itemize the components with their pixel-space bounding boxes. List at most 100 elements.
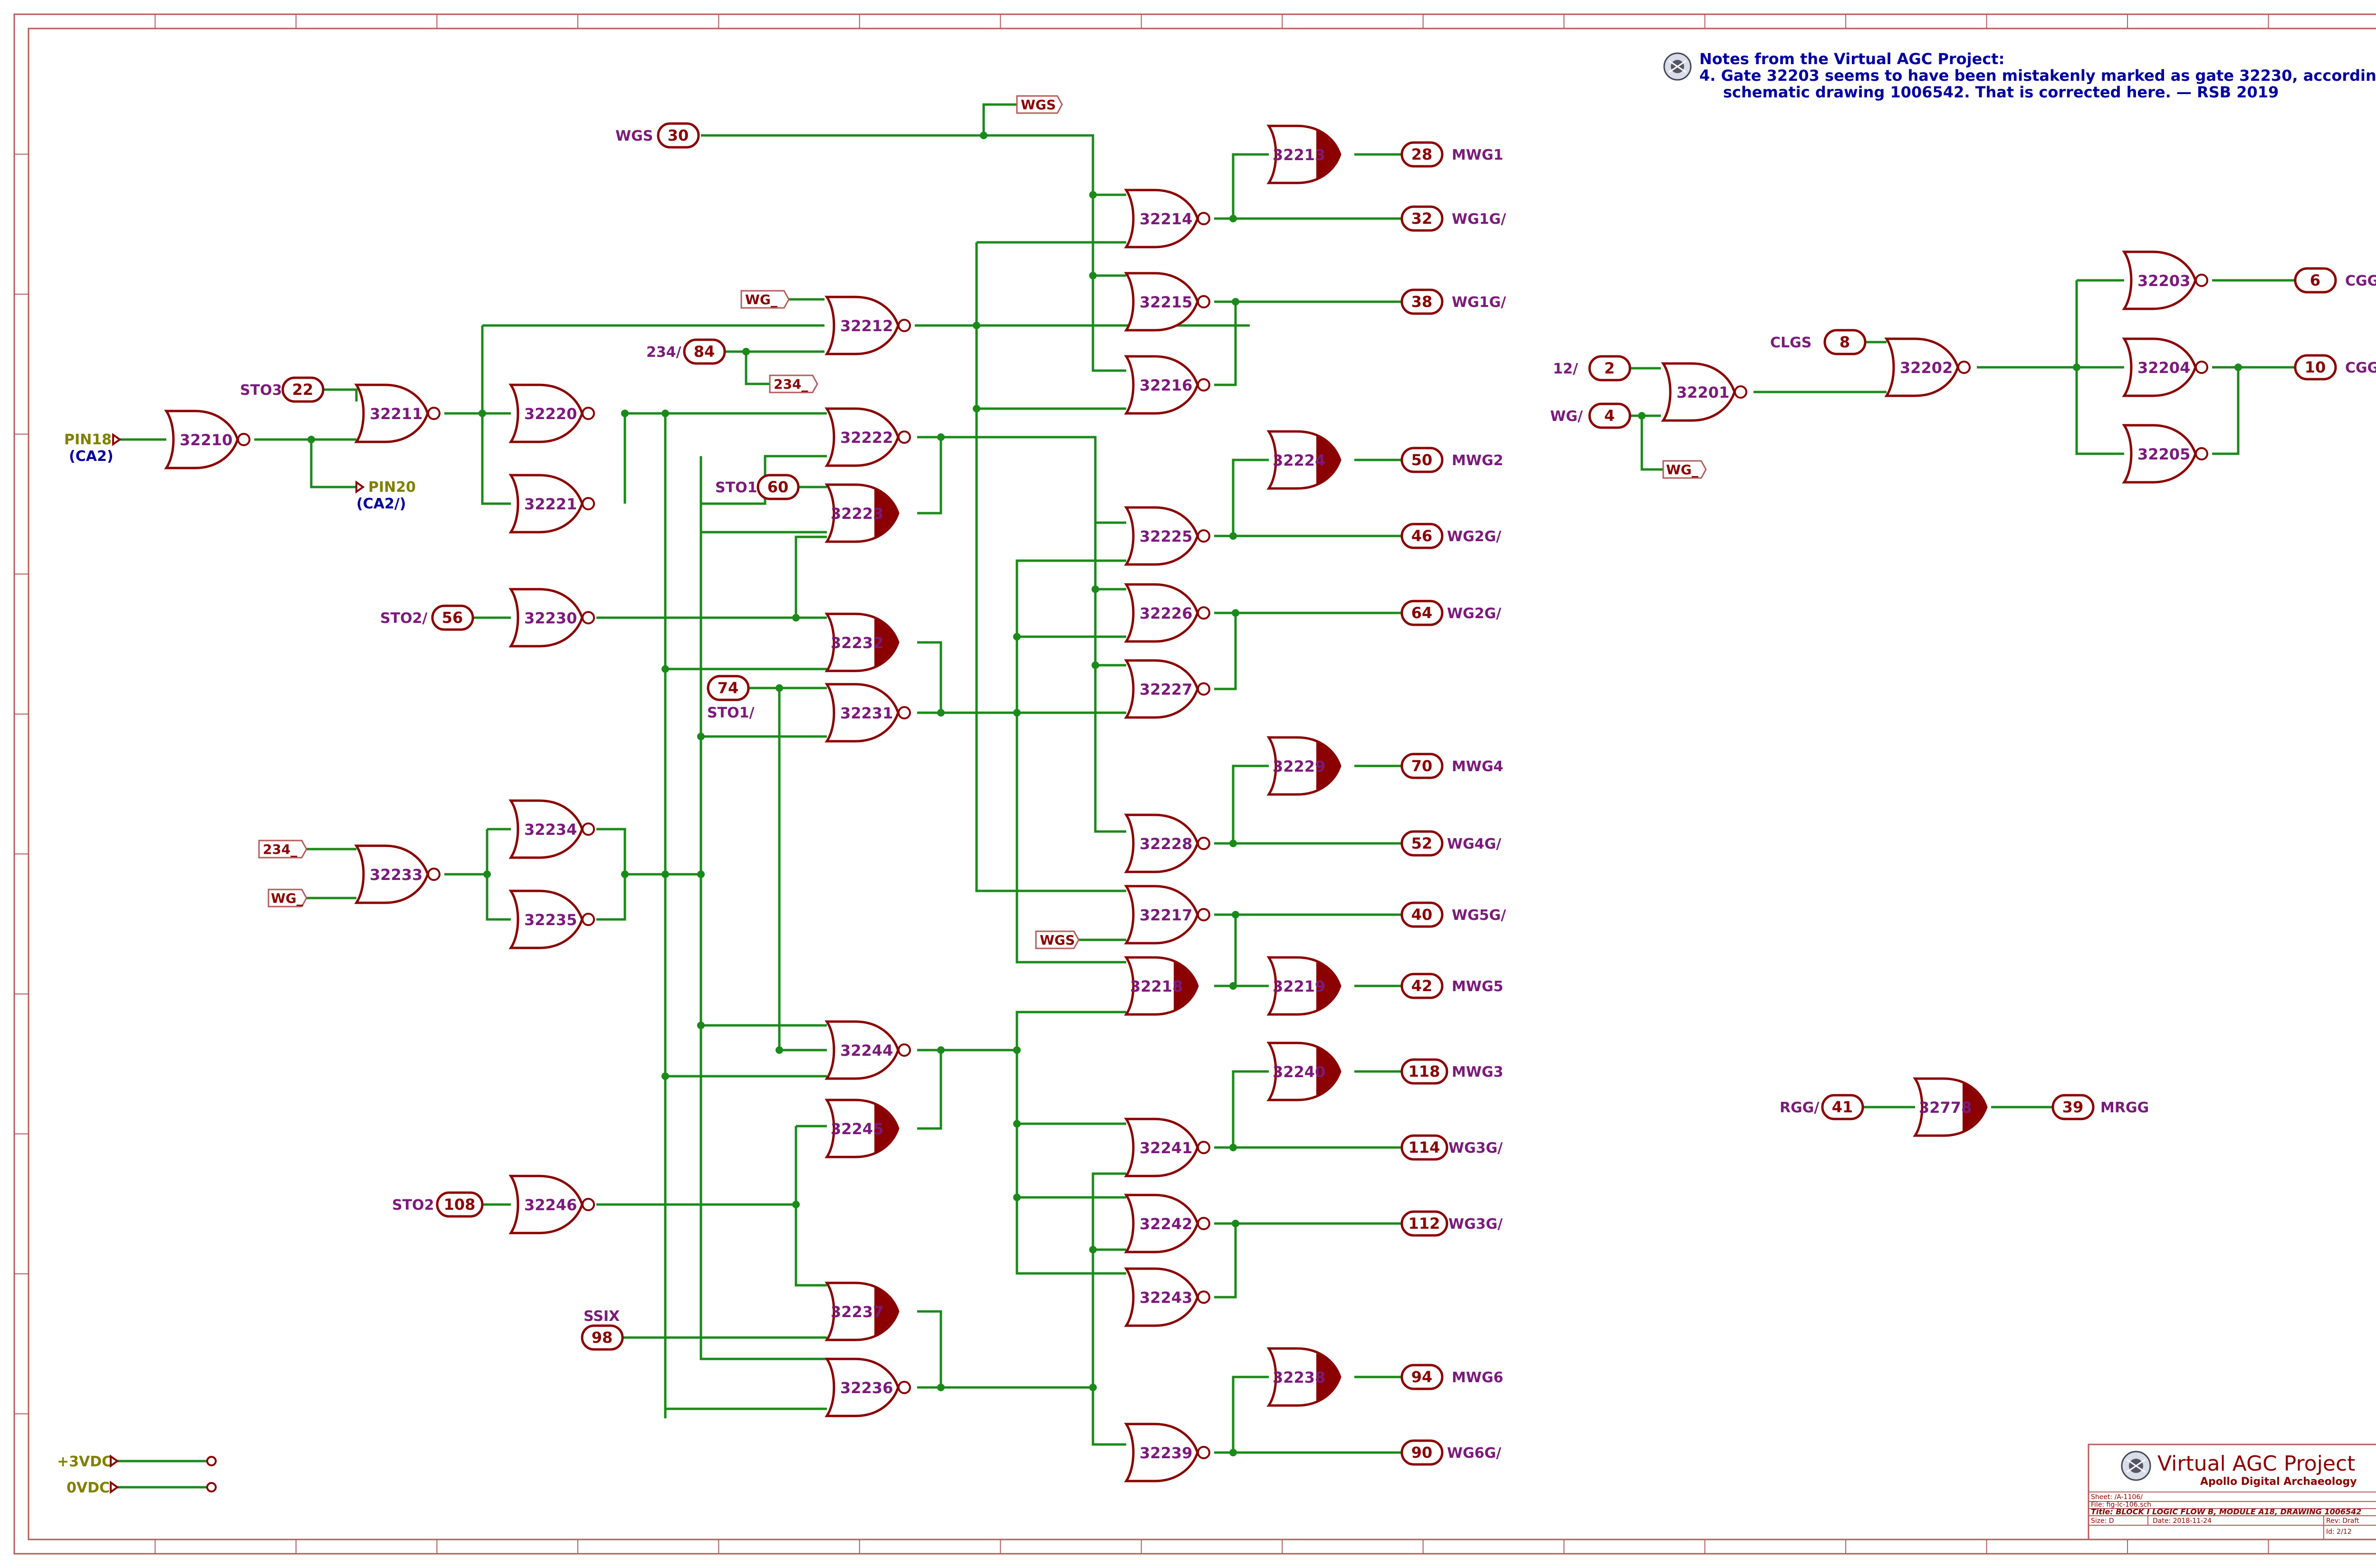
nor-gate-32228: 32228	[1126, 815, 1209, 872]
gate-label: 32231	[840, 704, 893, 722]
nor-gate-32215: 32215	[1126, 273, 1209, 330]
power-terminal-icon	[206, 1456, 217, 1466]
net-wg1g-a: WG1G/	[1452, 211, 1506, 228]
net-mwg2: MWG2	[1452, 452, 1503, 469]
hier-label-wgs-top: WGS	[1016, 95, 1063, 114]
pin-39: 39	[2051, 1094, 2095, 1120]
power-gate-32245: 32245	[827, 1100, 898, 1157]
net-wg3g-a: WG3G/	[1448, 1140, 1503, 1157]
net-wg4g: WG4G/	[1447, 836, 1501, 852]
gate-label: 32241	[1140, 1139, 1192, 1157]
pin-number: 40	[1411, 906, 1433, 924]
gate-label: 32235	[524, 911, 577, 929]
net-rgg-not: RGG/	[1780, 1100, 1819, 1116]
pin-50: 50	[1400, 447, 1444, 473]
pin-number: 112	[1408, 1214, 1440, 1233]
net-234: 234/	[646, 344, 681, 361]
net-ca2: (CA2)	[69, 448, 114, 465]
gate-label: 32239	[1140, 1444, 1192, 1462]
hier-label-wg-b: WG_	[268, 889, 307, 908]
hier-text: WG_	[271, 890, 303, 906]
gate-label: 32204	[2137, 359, 2190, 377]
net-mwg4: MWG4	[1452, 758, 1503, 775]
titleblock-date: Date: 2018-11-24	[2153, 1517, 2212, 1525]
gate-label: 32228	[1140, 835, 1192, 853]
pin-number: 70	[1411, 757, 1433, 775]
net-labels: WGS STO3 234/ STO1 STO2/ STO1/ STO2 SSIX…	[57, 128, 2376, 1496]
nor-gate-32225: 32225	[1126, 507, 1209, 564]
pin-number: 42	[1411, 977, 1433, 995]
power-gate-32237: 32237	[827, 1283, 898, 1340]
net-pin20: PIN20	[368, 479, 416, 496]
nor-gate-32210: 32210	[166, 411, 249, 468]
titleblock-size: Size: D	[2091, 1517, 2114, 1525]
gate-label: 32778	[1919, 1099, 1972, 1117]
gate-label: 32220	[524, 405, 577, 423]
gate-label: 32244	[840, 1042, 893, 1060]
net-sto1: STO1	[715, 479, 757, 496]
gate-label: 32213	[1273, 146, 1325, 164]
gate-label: 32243	[1140, 1289, 1192, 1307]
connectors	[110, 433, 365, 1494]
gate-label: 32219	[1273, 977, 1325, 995]
pin-70: 70	[1400, 753, 1444, 779]
pin-52: 52	[1400, 830, 1444, 857]
pin-28: 28	[1400, 141, 1444, 168]
gate-label: 32205	[2137, 445, 2190, 463]
pin-number: 84	[694, 343, 715, 361]
net-wg2g-b: WG2G/	[1447, 605, 1501, 622]
power-gate-32218: 32218	[1126, 957, 1198, 1014]
titleblock-title: Title: BLOCK I LOGIC FLOW B, MODULE A18,…	[2091, 1507, 2361, 1516]
net-0vdc: 0VDC	[67, 1480, 110, 1496]
net-wgs: WGS	[615, 128, 653, 144]
nor-gate-32226: 32226	[1126, 584, 1209, 641]
power-gate-32238: 32238	[1269, 1348, 1340, 1405]
pin-number: 22	[292, 381, 314, 399]
gate-label: 32238	[1273, 1368, 1325, 1386]
pin-42: 42	[1400, 973, 1444, 999]
net-wg5g: WG5G/	[1452, 907, 1506, 924]
nor-gate-32216: 32216	[1126, 356, 1209, 413]
nor-gate-32239: 32239	[1126, 1424, 1209, 1481]
notes-heading: Notes from the Virtual AGC Project:	[1699, 50, 2004, 68]
input-arrow-icon	[112, 433, 122, 446]
net-cgg-b: CGG	[2345, 360, 2376, 376]
gate-label: 32215	[1140, 293, 1192, 311]
net-wg2g-a: WG2G/	[1447, 528, 1501, 545]
net-clgs: CLGS	[1770, 335, 1811, 351]
pin-8: 8	[1823, 329, 1867, 355]
net-wg3g-b: WG3G/	[1448, 1216, 1503, 1233]
net-wg1g-b: WG1G/	[1452, 294, 1506, 311]
titleblock-id: Id: 2/12	[2326, 1528, 2352, 1536]
nor-gate-32222: 32222	[827, 409, 910, 466]
nor-gate-32220: 32220	[511, 385, 594, 442]
wires	[116, 103, 2295, 1489]
gate-label: 32203	[2137, 272, 2190, 290]
nor-gate-32236: 32236	[827, 1359, 910, 1416]
pin-number: 114	[1408, 1138, 1440, 1157]
nor-gate-32231: 32231	[827, 684, 910, 741]
nor-gate-32235: 32235	[511, 891, 594, 948]
pin-30: 30	[657, 122, 700, 149]
pin-number: 28	[1411, 145, 1433, 163]
pin-112: 112	[1400, 1210, 1448, 1237]
gate-label: 32222	[840, 429, 893, 447]
pin-46: 46	[1400, 523, 1444, 549]
hier-text: WG_	[745, 292, 777, 307]
hier-text: 234_	[263, 841, 297, 857]
nor-gate-32244: 32244	[827, 1022, 910, 1079]
nor-gate-32202: 32202	[1887, 339, 1970, 396]
pin-41: 41	[1821, 1094, 1864, 1120]
pin-10: 10	[2294, 354, 2337, 381]
nor-gate-32246: 32246	[511, 1176, 594, 1233]
pin-number: 30	[668, 126, 689, 144]
gate-label: 32224	[1273, 451, 1325, 469]
power-arrow-icon	[110, 1454, 119, 1468]
pin-60: 60	[757, 474, 800, 500]
pin-number: 60	[767, 478, 789, 496]
nor-gate-32221: 32221	[511, 475, 594, 532]
net-ssix: SSIX	[584, 1308, 620, 1325]
pin-number: 52	[1411, 834, 1433, 852]
pin-98: 98	[581, 1324, 624, 1351]
pin-number: 74	[718, 679, 739, 697]
